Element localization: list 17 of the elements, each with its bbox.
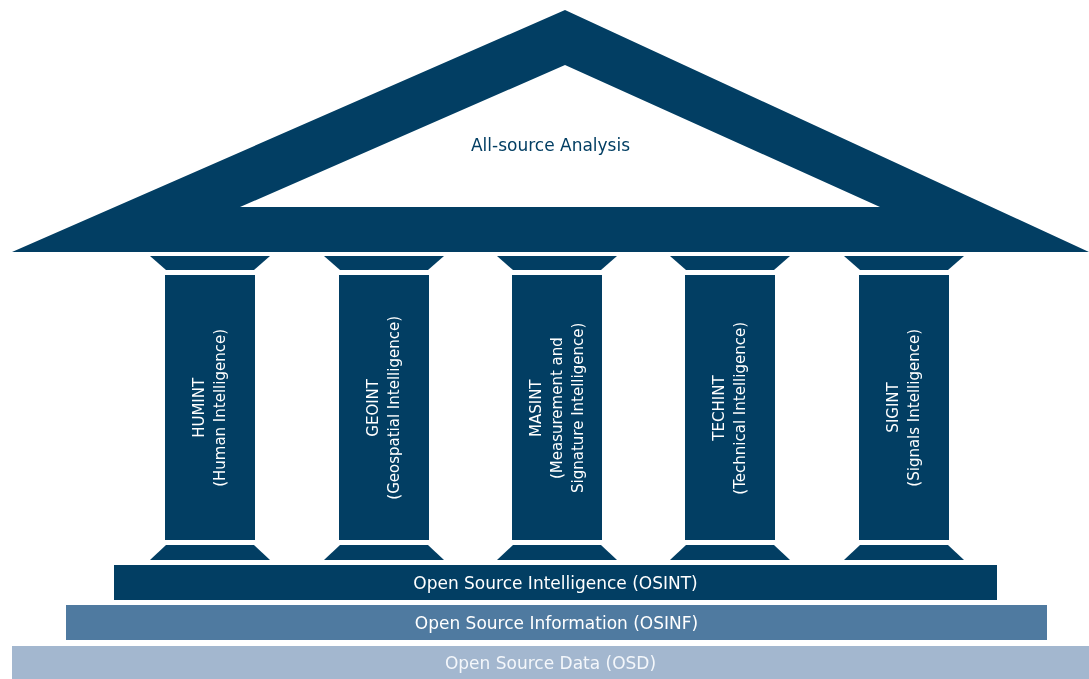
pillar-description: (Human Intelligence) <box>210 329 230 487</box>
pillar-description: (Geospatial Intelligence) <box>384 316 404 500</box>
roof-label: All-source Analysis <box>469 135 632 155</box>
foundation-step <box>66 605 1047 640</box>
pillar-description: (Signals Intelligence) <box>904 329 924 487</box>
pillar-heading: HUMINT <box>189 376 209 440</box>
pillar-description: (Technical Intelligence) <box>730 321 750 495</box>
foundation-step <box>114 565 997 600</box>
step-label: Open Source Intelligence (OSINT) <box>413 572 698 593</box>
pillar-heading: SIGINT <box>883 381 903 436</box>
pillar-description: (Measurement and Signature Intelligence) <box>546 321 588 496</box>
pillar-heading: TECHINT <box>709 374 729 443</box>
step-label: Open Source Data (OSD) <box>444 652 657 673</box>
foundation-step <box>12 646 1089 679</box>
pillar-heading: MASINT <box>525 378 546 439</box>
step-label: Open Source Information (OSINF) <box>414 612 699 633</box>
pillar-heading: GEOINT <box>363 378 383 439</box>
